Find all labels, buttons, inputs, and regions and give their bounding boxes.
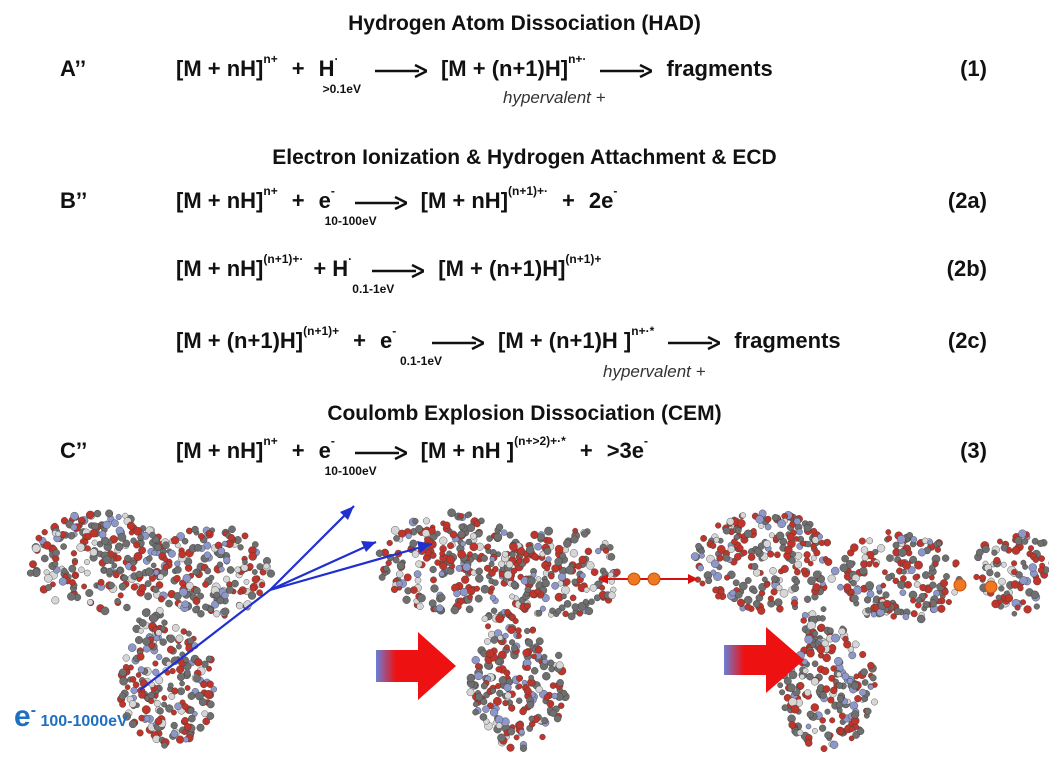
- equation-row-1: A’’ [M + nH]n+ + H· >0.1eV [M + (n+1)H]n…: [0, 51, 1049, 100]
- equation-number-2a: (2a): [947, 188, 987, 213]
- eq2b-reactant: [M + nH](n+1)+·: [176, 251, 304, 281]
- eq3-reagent-energy: 10-100eV: [324, 464, 377, 478]
- eq1-hypervalent-note: hypervalent +: [503, 88, 606, 107]
- section-label-a: A’’: [60, 56, 87, 81]
- reaction-arrow-icon: [354, 446, 407, 460]
- section-title-had: Hydrogen Atom Dissociation (HAD): [348, 12, 701, 35]
- eq2a-electrons-out: 2e-: [588, 183, 618, 213]
- eq2c-electron: e- 0.1-1eV: [380, 323, 443, 368]
- equation-3: [M + nH]n+ + e- 10-100eV [M + nH ](n+>2)…: [176, 433, 649, 478]
- reaction-arrow-icon: [372, 264, 425, 278]
- eq2b-product: [M + (n+1)H](n+1)+: [438, 251, 602, 281]
- equation-number-2c: (2c): [947, 328, 987, 353]
- eq2a-product: [M + nH](n+1)+·: [420, 183, 549, 213]
- antibody-molecule-charged: [375, 508, 621, 752]
- equation-number-3: (3): [960, 438, 987, 463]
- equation-row-2b: [M + nH](n+1)+· + H· 0.1-1eV [M + (n+1)H…: [0, 251, 1049, 300]
- equation-row-2a: B’’ [M + nH]n+ + e- 10-100eV [M + nH](n+…: [0, 183, 1049, 232]
- equation-number-2b: (2b): [946, 256, 987, 281]
- eq2c-intermediate: [M + (n+1)H ]n+·*: [498, 323, 655, 353]
- equation-row-2c: [M + (n+1)H](n+1)+ + e- 0.1-1eV [M + (n+…: [0, 323, 1049, 372]
- electron-beam: [139, 505, 433, 691]
- eq2a-reagent-energy: 10-100eV: [324, 214, 377, 228]
- eq3-product: [M + nH ](n+>2)+·*: [420, 433, 566, 463]
- eq2b-reagent-energy: 0.1-1eV: [352, 282, 395, 296]
- antibody-coulomb-explosion-illustration: [26, 505, 1049, 753]
- eq1-reagent-energy: >0.1eV: [322, 82, 361, 96]
- reaction-arrow-icon: [374, 64, 427, 78]
- equation-2c: [M + (n+1)H](n+1)+ + e- 0.1-1eV [M + (n+…: [176, 323, 841, 368]
- eq3-electron: e- 10-100eV: [318, 433, 377, 478]
- equation-1: [M + nH]n+ + H· >0.1eV [M + (n+1)H]n+· f…: [176, 51, 773, 96]
- eq2c-product: fragments: [734, 328, 841, 353]
- eq1-intermediate: [M + (n+1)H]n+·: [440, 51, 587, 81]
- eq2a-reactant: [M + nH]n+: [176, 183, 278, 213]
- eq1-hydrogen-radical: H· >0.1eV: [318, 51, 361, 96]
- eq3-reactant: [M + nH]n+: [176, 433, 278, 463]
- antibody-molecule-fragmented: [690, 509, 1049, 753]
- section-title-ei-ha-ecd: Electron Ionization & Hydrogen Attachmen…: [272, 146, 777, 169]
- electron-beam-label: e- 100-1000eV: [14, 700, 128, 733]
- fragment-charge-markers: [953, 578, 998, 594]
- antibody-molecule-intact: [26, 509, 276, 749]
- eq2c-hypervalent-note: hypervalent +: [603, 362, 706, 381]
- section-label-b: B’’: [60, 188, 88, 213]
- reaction-arrow-icon: [600, 64, 653, 78]
- process-arrow-1-icon: [376, 632, 456, 700]
- eq2c-reagent-energy: 0.1-1eV: [400, 354, 443, 368]
- equation-2b: [M + nH](n+1)+· + H· 0.1-1eV [M + (n+1)H…: [176, 251, 602, 296]
- coulomb-repulsion-markers: [598, 572, 698, 586]
- equation-number-1: (1): [960, 56, 987, 81]
- equation-2a: [M + nH]n+ + e- 10-100eV [M + nH](n+1)+·…: [176, 183, 618, 228]
- eq2a-electron: e- 10-100eV: [318, 183, 377, 228]
- section-title-cem: Coulomb Explosion Dissociation (CEM): [327, 402, 722, 425]
- equation-row-3: C’’ [M + nH]n+ + e- 10-100eV [M + nH ](n…: [0, 433, 1049, 482]
- eq2c-reactant: [M + (n+1)H](n+1)+: [176, 323, 340, 353]
- reaction-arrow-icon: [668, 336, 721, 350]
- reaction-arrow-icon: [354, 196, 407, 210]
- eq1-reactant: [M + nH]n+: [176, 51, 278, 81]
- eq1-product: fragments: [666, 56, 773, 81]
- reaction-arrow-icon: [432, 336, 485, 350]
- eq2b-hydrogen-radical: H· 0.1-1eV: [332, 251, 395, 296]
- eq3-electrons-out: >3e-: [606, 433, 649, 463]
- section-label-c: C’’: [60, 438, 88, 463]
- process-arrow-2-icon: [724, 627, 804, 693]
